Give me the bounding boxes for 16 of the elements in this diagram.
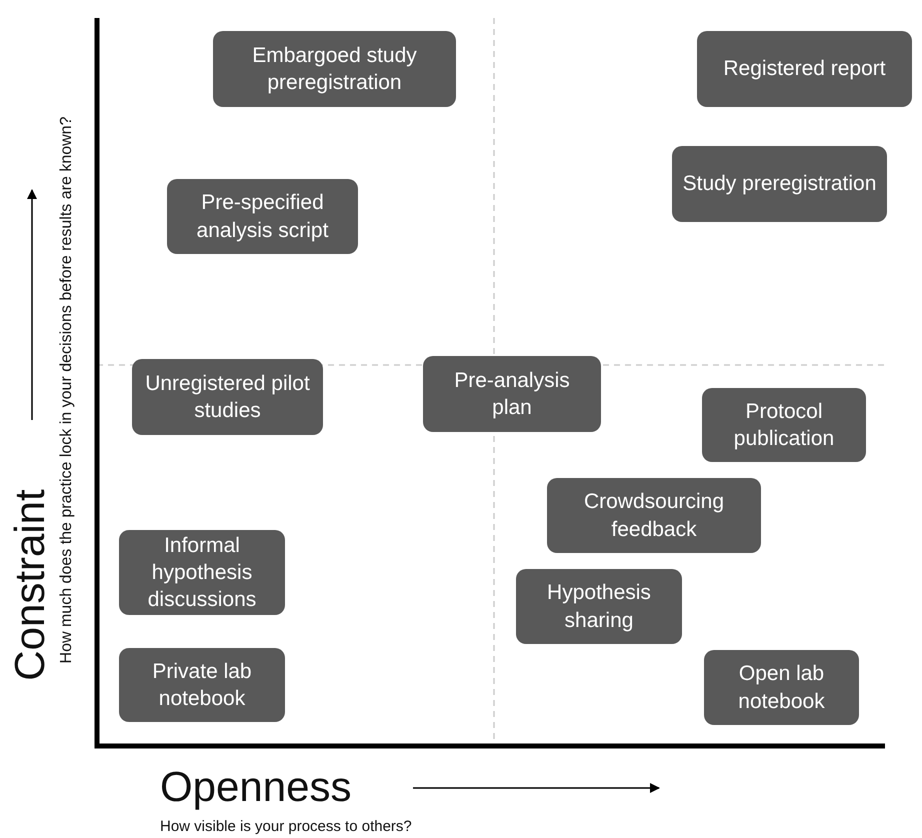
practice-box: Unregistered pilot studies bbox=[132, 359, 323, 435]
axis-subtitle: How visible is your process to others? bbox=[160, 819, 412, 834]
axis-title: Openness bbox=[160, 766, 352, 808]
axis-title: Constraint bbox=[9, 489, 51, 681]
practice-box: Embargoed study preregistration bbox=[213, 31, 456, 107]
practice-box: Registered report bbox=[697, 31, 912, 107]
practice-box: Study preregistration bbox=[672, 146, 887, 222]
practice-box: Hypothesis sharing bbox=[516, 569, 682, 644]
axis-subtitle: How much does the practice lock in your decisions before results are known? bbox=[59, 116, 75, 664]
practice-box: Open lab notebook bbox=[704, 650, 859, 725]
practice-box: Private lab notebook bbox=[119, 648, 285, 722]
practice-box: Crowdsourcing feedback bbox=[547, 478, 761, 553]
practice-box: Pre-specified analysis script bbox=[167, 179, 358, 254]
practice-box: Pre-analysis plan bbox=[423, 356, 601, 432]
practice-box: Informal hypothesis discussions bbox=[119, 530, 285, 615]
practice-box: Protocol publication bbox=[702, 388, 866, 462]
